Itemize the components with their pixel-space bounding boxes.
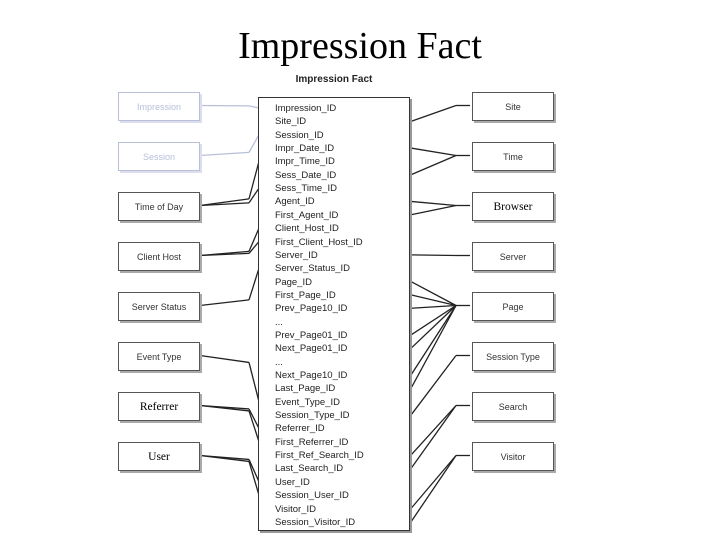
relationship-line [199, 252, 250, 257]
fact-field: Next_Page01_ID [275, 343, 348, 355]
fact-field: Impression_ID [275, 103, 337, 114]
relationship-line [410, 305, 457, 376]
fact-table-title: Impression Fact [295, 74, 373, 85]
dimension-session-type: Session Type [472, 342, 554, 371]
dimension-referrer: Referrer [118, 392, 200, 421]
relationship-line [199, 454, 250, 463]
fact-field: Session_ID [275, 129, 324, 141]
dimension-server-status: Server Status [118, 292, 200, 321]
relationship-line [410, 305, 457, 389]
fact-field: Prev_Page10_ID [275, 303, 348, 315]
relationship-line [248, 161, 260, 200]
fact-field: Event_Type_ID [275, 396, 340, 408]
relationship-line [410, 304, 457, 309]
relationship-line [410, 147, 457, 157]
relationship-line [199, 198, 250, 207]
dimension-event-type: Event Type [118, 342, 200, 371]
relationship-line [248, 461, 260, 496]
fact-field: Prev_Page01_ID [275, 329, 348, 341]
fact-field: First_Agent_ID [275, 209, 339, 221]
dimension-visitor: Visitor [472, 442, 554, 471]
relationship-line [410, 200, 457, 207]
fact-field: ... [275, 316, 283, 328]
fact-field: Session_User_ID [275, 490, 349, 502]
dimension-time: Time [472, 142, 554, 171]
fact-field: Session_Type_ID [275, 410, 350, 422]
relationship-line [410, 405, 457, 456]
dimension-impression: Impression [118, 92, 200, 121]
relationship-line [199, 354, 250, 364]
fact-field: Site_ID [275, 116, 307, 128]
dimension-browser: Browser [472, 192, 554, 221]
fact-field: Server_ID [275, 249, 318, 261]
fact-field: Impr_Time_ID [275, 156, 335, 168]
slide-title: Impression Fact [238, 25, 482, 67]
fact-field: Server_Status_ID [275, 263, 350, 275]
dimension-client-host: Client Host [118, 242, 200, 271]
fact-field: Visitor_ID [275, 503, 317, 515]
relationship-line [410, 254, 457, 257]
relationship-line [410, 294, 457, 307]
relationship-line [248, 459, 260, 483]
dimension-search: Search [472, 392, 554, 421]
relationship-line [248, 362, 260, 402]
relationship-line [410, 304, 457, 336]
relationship-line [248, 187, 260, 204]
relationship-line [410, 280, 457, 307]
relationship-line [410, 455, 457, 523]
dimension-user: User [118, 442, 200, 471]
fact-field: Session_Visitor_ID [275, 516, 356, 528]
relationship-line [248, 268, 260, 301]
relationship-line [248, 241, 260, 254]
relationship-line [410, 204, 457, 216]
dimension-server: Server [472, 242, 554, 271]
fact-field: Impr_Date_ID [275, 143, 335, 155]
relationship-line [199, 404, 250, 412]
fact-field: First_Page_ID [275, 289, 336, 301]
relationship-line [248, 408, 260, 429]
fact-field: Agent_ID [275, 196, 315, 208]
fact-field: Referrer_ID [275, 423, 325, 435]
dimension-page: Page [472, 292, 554, 321]
fact-field: Last_Page_ID [275, 383, 336, 395]
relationship-line [410, 305, 457, 349]
dimension-site: Site [472, 92, 554, 121]
relationship-line [410, 405, 457, 469]
fact-field: Client_Host_ID [275, 223, 339, 235]
fact-field: First_Ref_Search_ID [275, 450, 364, 462]
relationship-line [199, 151, 250, 157]
dimension-time-of-day: Time of Day [118, 192, 200, 221]
relationship-line [248, 227, 260, 252]
fact-field: First_Client_Host_ID [275, 236, 363, 248]
fact-field: ... [275, 356, 283, 368]
relationship-line [199, 202, 250, 207]
relationship-line [410, 104, 457, 122]
relationship-line [248, 134, 260, 153]
fact-field: User_ID [275, 476, 310, 488]
relationship-line [410, 154, 457, 176]
fact-field: Sess_Time_ID [275, 183, 337, 195]
dimension-session: Session [118, 142, 200, 171]
fact-field: Sess_Date_ID [275, 169, 337, 181]
relationship-line [248, 410, 260, 442]
fact-field: Page_ID [275, 276, 312, 288]
fact-field: Next_Page10_ID [275, 370, 348, 381]
fact-field: Last_Search_ID [275, 463, 344, 475]
relationship-line [248, 105, 260, 109]
relationship-line [410, 455, 457, 509]
relationship-line [199, 299, 250, 307]
fact-field: First_Referrer_ID [275, 436, 349, 448]
relationship-line [410, 355, 457, 416]
